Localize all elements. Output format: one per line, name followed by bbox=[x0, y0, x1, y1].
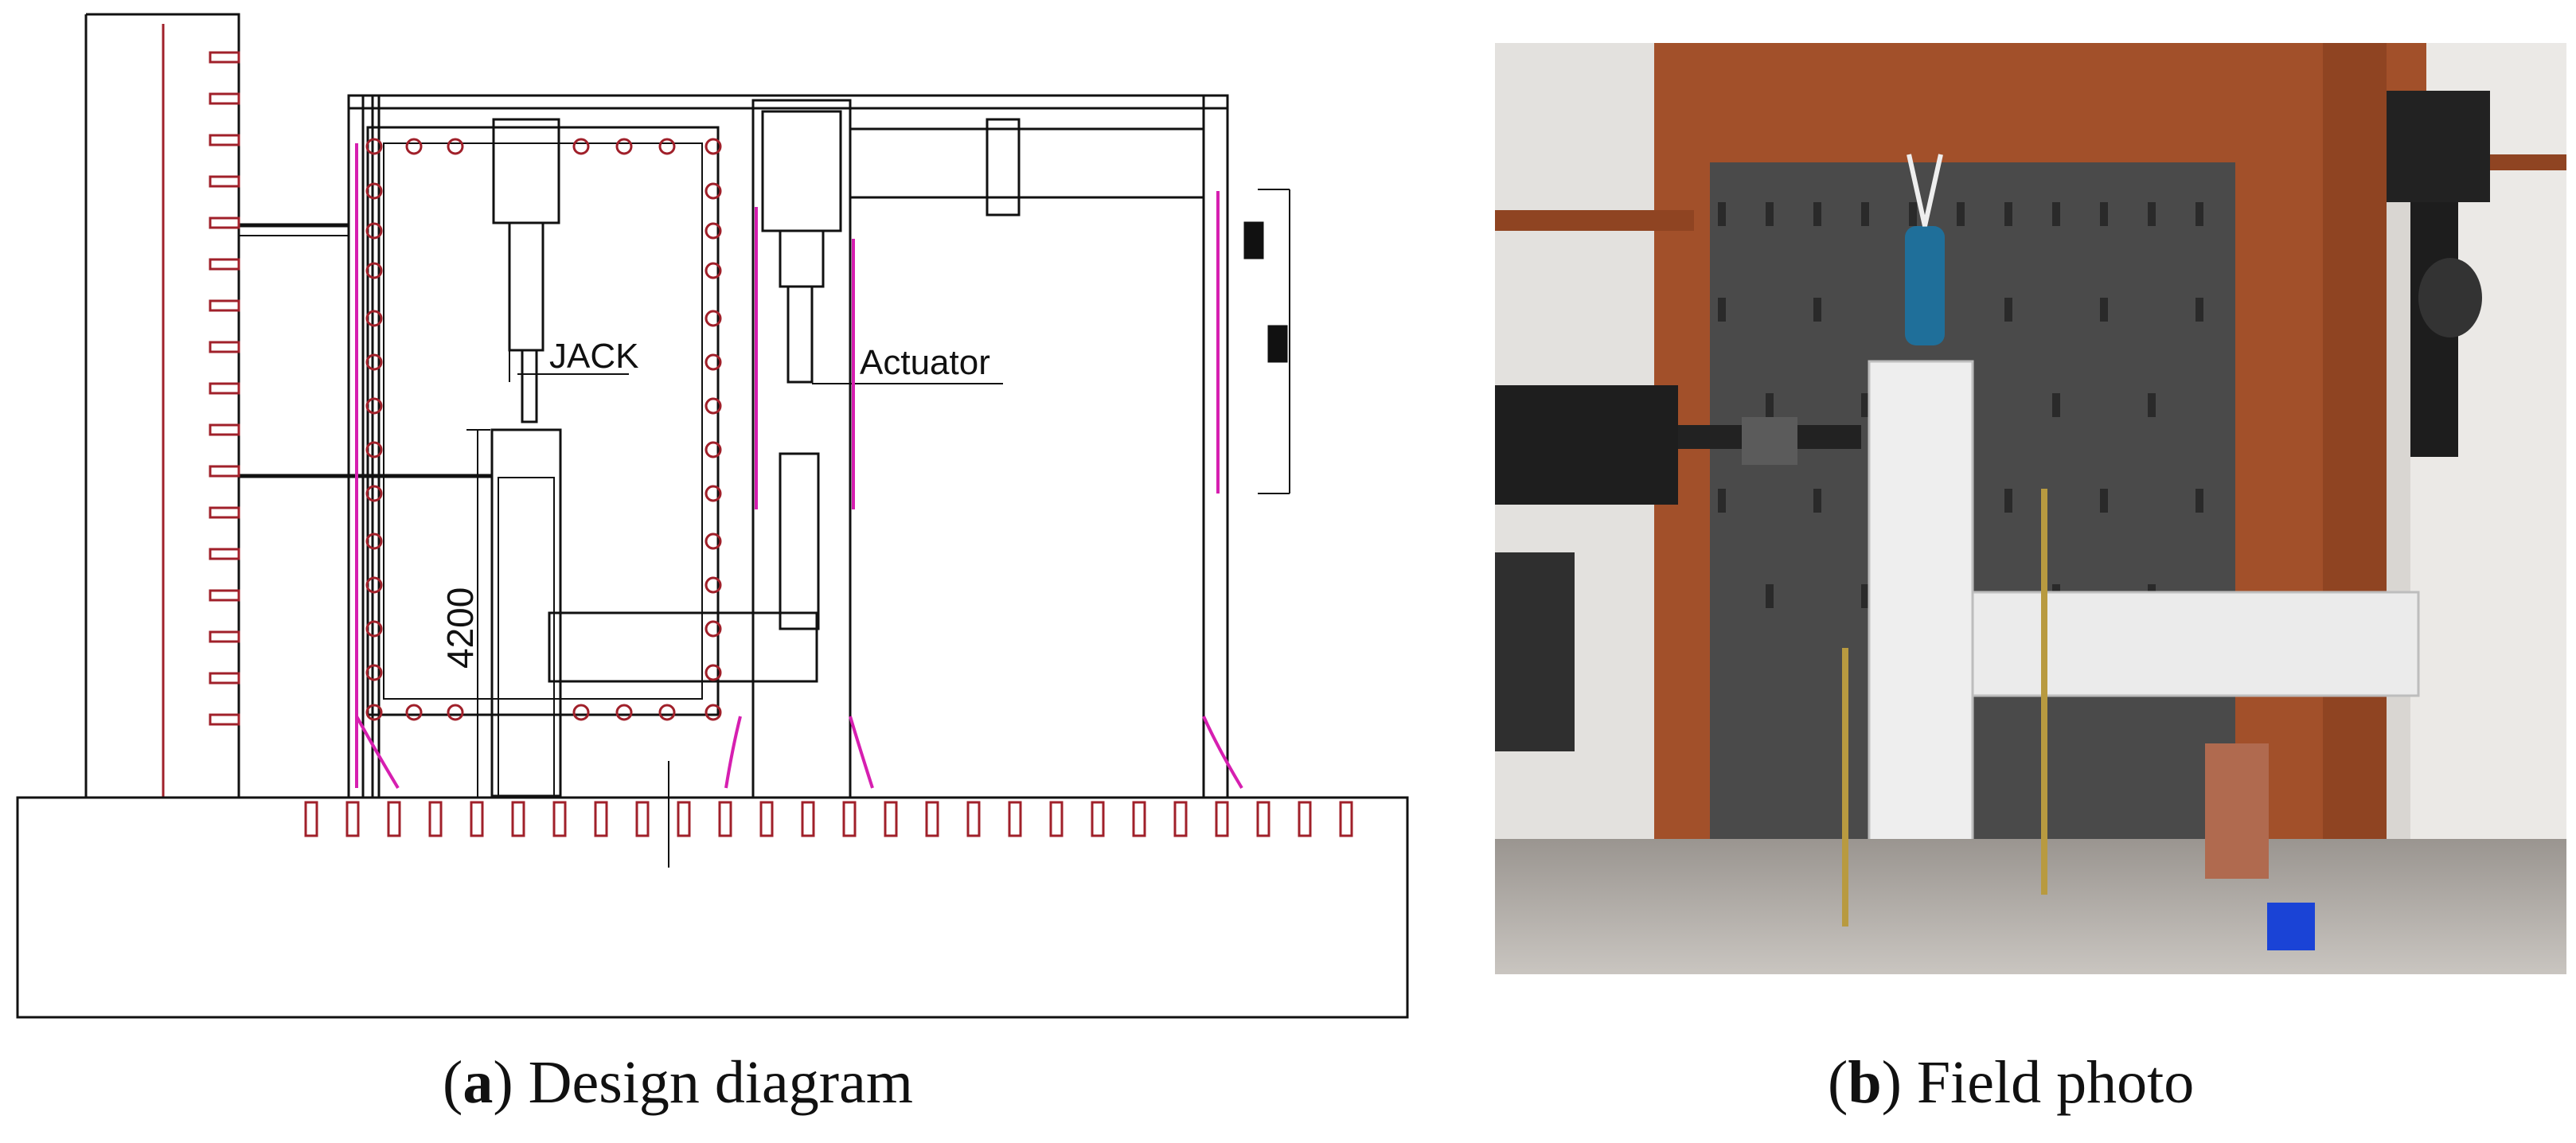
base-bolts bbox=[304, 801, 1353, 837]
test-frame bbox=[366, 126, 720, 716]
reaction-wall-photo bbox=[1694, 146, 2299, 847]
jack-head bbox=[492, 118, 560, 224]
jack-label: JACK bbox=[549, 337, 638, 376]
design-diagram: JACK Actuator 4200 bbox=[16, 13, 1409, 1019]
jack-cylinder-photo bbox=[1905, 226, 1945, 345]
reaction-wall bbox=[86, 13, 240, 798]
caption-a-text: Design diagram bbox=[528, 1049, 913, 1116]
field-photo bbox=[1495, 43, 2566, 974]
right-frame-column bbox=[1202, 94, 1229, 799]
foundation-slab bbox=[16, 796, 1409, 1019]
caption-a-letter: a bbox=[463, 1049, 494, 1116]
specimen-beam-photo bbox=[1971, 591, 2420, 697]
actuator-frame bbox=[751, 99, 852, 799]
caption-b-text: Field photo bbox=[1916, 1049, 2195, 1116]
loading-beam bbox=[849, 127, 1205, 199]
height-dimension-label: 4200 bbox=[439, 587, 481, 669]
specimen-column-photo bbox=[1868, 360, 1974, 896]
specimen-beam bbox=[548, 611, 818, 683]
caption-field-photo: (b) Field photo bbox=[1828, 1049, 2195, 1116]
top-beam bbox=[347, 94, 1229, 110]
caption-design-diagram: (a) Design diagram bbox=[443, 1049, 913, 1116]
caption-b-letter: b bbox=[1848, 1049, 1882, 1116]
rust-column-right bbox=[2235, 43, 2331, 855]
actuator-label: Actuator bbox=[860, 343, 990, 382]
frame-bolts bbox=[365, 138, 722, 721]
actuator-body bbox=[761, 110, 842, 232]
wall-bolts bbox=[209, 51, 240, 726]
weld-marks bbox=[355, 143, 1243, 790]
